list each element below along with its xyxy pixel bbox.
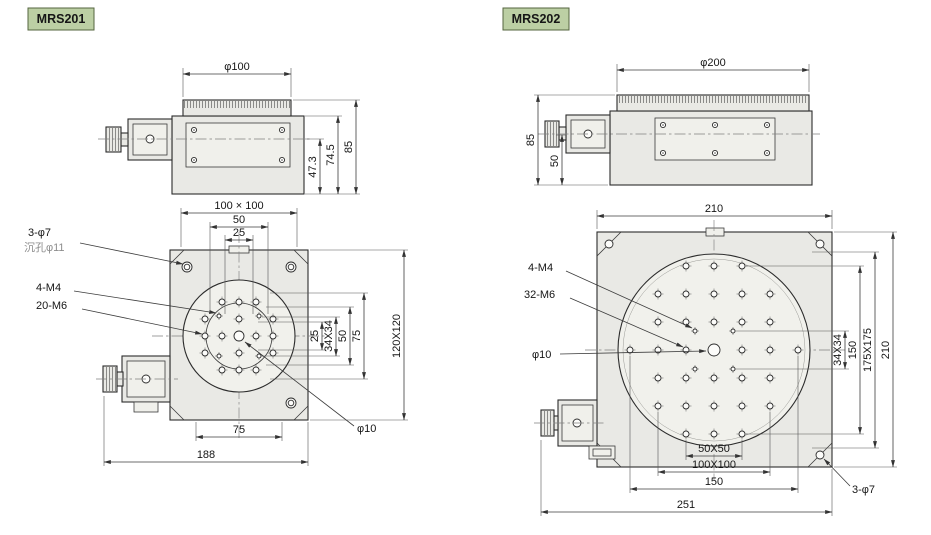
mrs202-plan-view: 210 34X34 150 175X175 (524, 203, 897, 516)
dim-right-34x34: 34X34 (262, 316, 340, 357)
dim-right-75: 75 (270, 292, 368, 380)
label-corner-holes: 3-φ7 沉孔φ11 (24, 227, 184, 265)
dim-top-25: 25 (224, 227, 254, 314)
label-corner-holes: 3-φ7 (823, 458, 875, 496)
label-m4: 4-M4 (36, 282, 217, 314)
dim-label-50x50: 50X50 (698, 443, 730, 455)
mrs201-plan-view: 100 × 100 50 25 25 (24, 200, 408, 466)
mrs201-drawing: MRS201 φ100 (24, 7, 408, 466)
center-bore (233, 330, 245, 342)
dim-bottom-100x100: 100X100 (657, 412, 771, 476)
dim-right-210: 210 (834, 231, 897, 468)
dim-label-85: 85 (343, 141, 355, 153)
dim-label-b75: 75 (233, 424, 245, 436)
dim-bottom-251: 251 (540, 440, 833, 516)
corner-holes (604, 239, 825, 460)
dim-bottom-50x50: 50X50 (685, 440, 743, 460)
dim-top-100x100: 100 × 100 (180, 200, 298, 247)
model-badge-mrs202: MRS202 (502, 7, 570, 31)
dim-phi100: φ100 (182, 61, 292, 97)
badge-background (502, 7, 570, 31)
table-edge (622, 258, 806, 442)
knob-shaft (558, 126, 567, 141)
center-bore (707, 343, 721, 357)
dim-heights: 47.3 74.5 85 (293, 99, 360, 195)
dim-label-phi100: φ100 (224, 61, 250, 73)
knob-knurling (107, 128, 120, 151)
label-m6: 20-M6 (36, 300, 203, 335)
label-center-hole: φ10 (244, 341, 376, 435)
dim-bottom-75: 75 (195, 422, 283, 441)
dim-right-150: 150 (746, 265, 864, 435)
connector (133, 401, 159, 413)
dim-label-r25: 25 (309, 330, 321, 342)
dim-right-120x120: 120X120 (310, 249, 408, 421)
label-32-m6: 32-M6 (524, 289, 555, 301)
plan-knob-assembly (96, 355, 178, 413)
dim-label-50: 50 (549, 155, 561, 167)
dim-label-top210: 210 (705, 203, 723, 215)
label-center-hole: φ10 (532, 349, 707, 361)
dim-label-r150: 150 (847, 341, 859, 359)
badge-label: MRS202 (512, 12, 561, 26)
label-4-m4: 4-M4 (528, 262, 553, 274)
label-20-m6: 20-M6 (36, 300, 67, 312)
dim-label-188: 188 (197, 449, 215, 461)
mounting-hole-grid (624, 260, 804, 440)
dim-label-phi200: φ200 (700, 57, 726, 69)
dim-label-r75: 75 (351, 330, 363, 342)
dim-top-50: 50 (209, 214, 269, 314)
dim-label-b150: 150 (705, 476, 723, 488)
dim-label-120x120: 120X120 (391, 314, 403, 358)
dim-right-175x175: 175X175 (812, 251, 879, 449)
dim-label-r34x34: 34X34 (323, 320, 335, 352)
model-badge-mrs201: MRS201 (27, 7, 95, 31)
mounting-hole-grid (199, 296, 279, 376)
body-panel (185, 122, 291, 168)
dim-label-r50: 50 (337, 330, 349, 342)
dim-top-210: 210 (596, 203, 833, 229)
dim-left-85: 85 (525, 94, 615, 186)
badge-background (27, 7, 95, 31)
dim-label-74-5: 74.5 (325, 144, 337, 165)
dim-bottom-188: 188 (103, 396, 309, 466)
top-clamp (705, 227, 725, 237)
corner-holes (181, 261, 297, 409)
mrs202-side-view: φ200 85 50 (525, 57, 820, 186)
scale-graduations (184, 101, 290, 108)
dim-bottom-150: 150 (629, 356, 799, 493)
label-phi10: φ10 (357, 423, 376, 435)
dim-left-50: 50 (549, 134, 566, 186)
plan-knob-assembly (534, 399, 616, 460)
dim-label-r34x34: 34X34 (832, 334, 844, 366)
label-m6: 32-M6 (524, 289, 684, 348)
scale-graduations (618, 96, 808, 103)
dim-label-50: 50 (233, 214, 245, 226)
dim-label-100x100: 100X100 (692, 459, 736, 471)
dim-label-r210: 210 (880, 341, 892, 359)
knob-shaft (120, 132, 129, 147)
dim-right-34x34: 34X34 (737, 330, 849, 370)
dim-label-251: 251 (677, 499, 695, 511)
label-3-phi7: 3-φ7 (28, 227, 51, 239)
label-phi10: φ10 (532, 349, 551, 361)
dim-label-100x100: 100 × 100 (214, 200, 263, 212)
label-m4: 4-M4 (528, 262, 693, 329)
dim-label-85: 85 (525, 134, 537, 146)
label-3-phi7: 3-φ7 (852, 484, 875, 496)
dim-phi200: φ200 (616, 57, 810, 92)
dim-label-r175x175: 175X175 (862, 328, 874, 372)
badge-label: MRS201 (37, 12, 86, 26)
label-counterbore-phi11: 沉孔φ11 (24, 241, 65, 254)
dim-label-47-3: 47.3 (307, 156, 319, 177)
mrs202-drawing: MRS202 φ200 (502, 7, 897, 516)
dim-label-25: 25 (233, 227, 245, 239)
label-4-m4: 4-M4 (36, 282, 61, 294)
dim-right-25: 25 (258, 321, 326, 351)
dim-right-50: 50 (266, 306, 354, 366)
mrs201-side-view: φ100 47.3 74.5 85 (98, 61, 360, 195)
